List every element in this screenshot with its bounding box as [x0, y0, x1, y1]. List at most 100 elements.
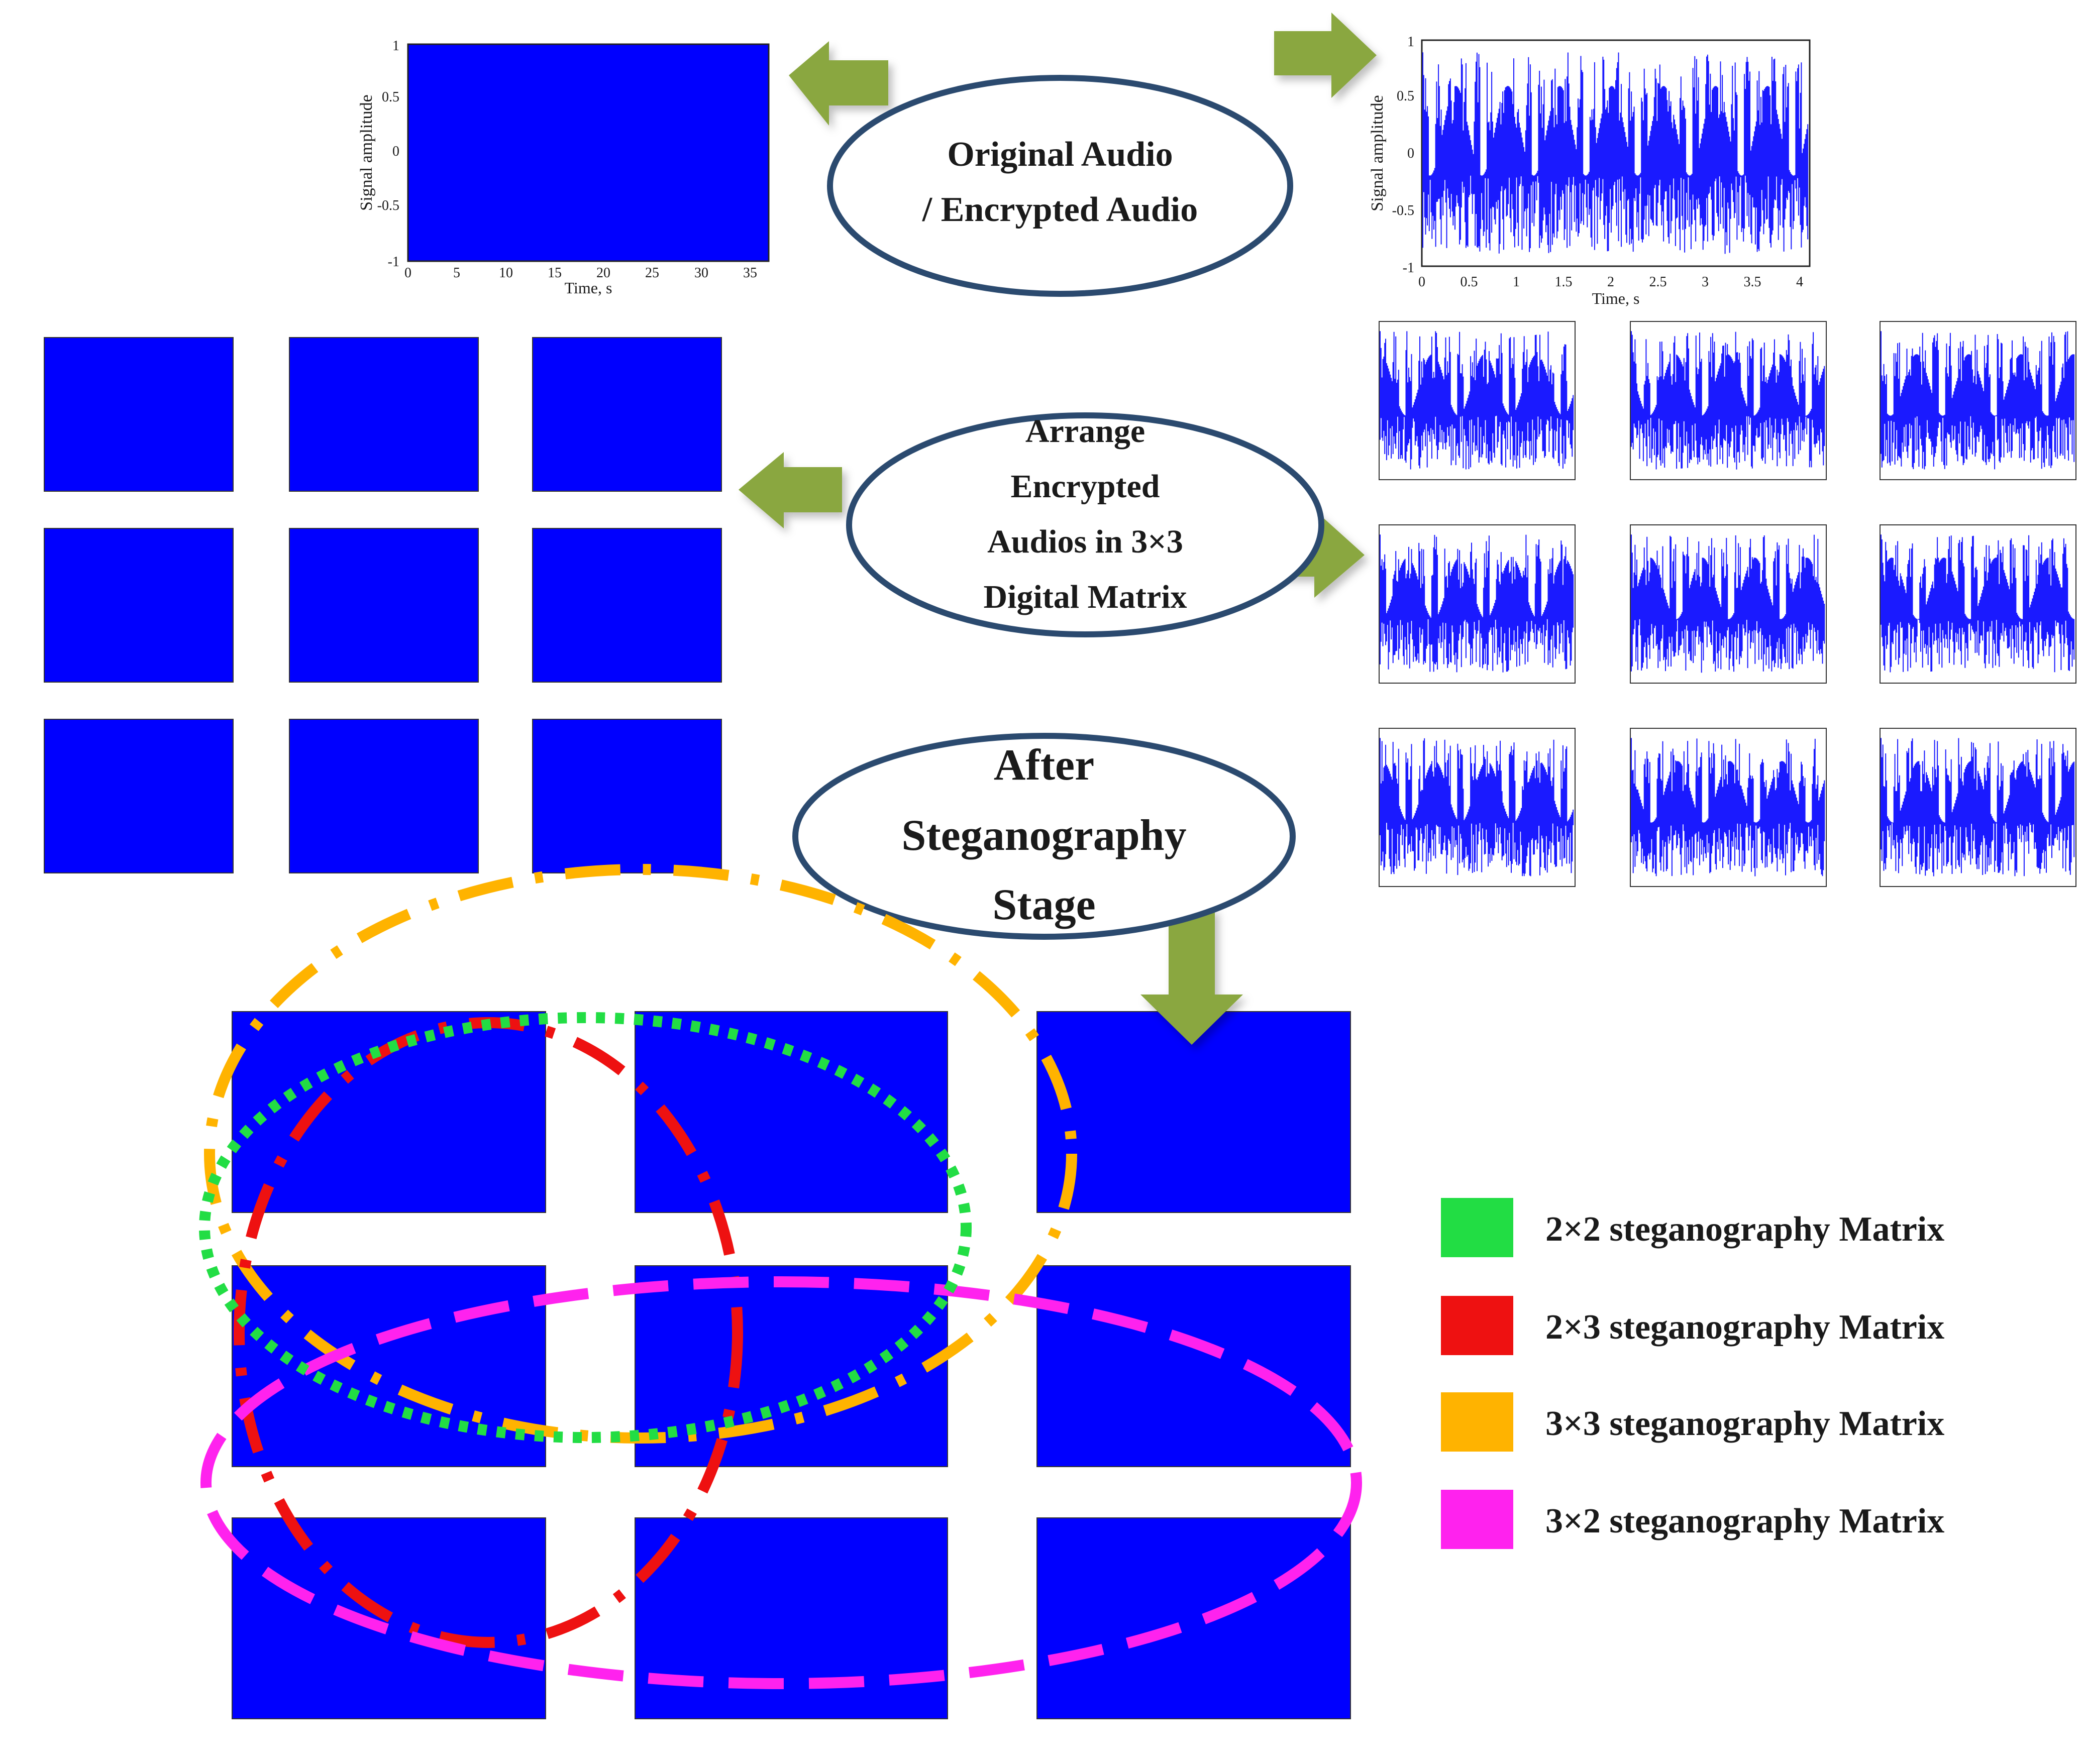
matrix-cell: [532, 528, 722, 683]
x-tick: 0.5: [1461, 274, 1478, 290]
2x2-steganography-ellipse: [199, 1012, 972, 1443]
steganography-matrix: [232, 1011, 1351, 1719]
x-tick: 25: [645, 265, 659, 281]
matrix-cell: [532, 719, 722, 873]
matrix-cell: [289, 719, 479, 873]
matrix-cell: [44, 719, 234, 873]
y-tick: 0: [392, 144, 399, 159]
y-tick: -0.5: [377, 198, 399, 213]
matrix-cell: [1880, 321, 2076, 480]
waveform-trace: [1631, 534, 1825, 673]
y-axis-label: Signal amplitude: [357, 94, 376, 210]
3x2-steganography-ellipse: [200, 1276, 1362, 1689]
encrypted-matrix-right: [1379, 321, 2076, 887]
encrypted-audio-plot: Signal amplitude 1 0.5 0 -0.5 -1 0 0.5 1…: [1368, 34, 1811, 307]
waveform-trace: [1881, 331, 2075, 470]
y-tick: 0.5: [1397, 88, 1414, 104]
waveform-trace: [1881, 738, 2075, 876]
x-tick: 3.5: [1744, 274, 1761, 290]
ellipse-text: / Encrypted Audio: [922, 190, 1198, 229]
y-tick: 0: [1407, 146, 1414, 161]
y-tick: -1: [388, 254, 399, 270]
ellipse-text: After: [994, 741, 1094, 790]
steg-cell: [232, 1265, 546, 1467]
after-steganography-ellipse: After Steganography Stage: [792, 733, 1296, 940]
matrix-cell: [532, 337, 722, 492]
ellipse-text: Digital Matrix: [983, 579, 1187, 615]
ellipse-text: Encrypted: [1011, 468, 1160, 505]
3x3-steganography-ellipse: [204, 864, 1077, 1444]
matrix-cell: [1379, 321, 1576, 480]
legend-label: 2×3 steganography Matrix: [1545, 1308, 1944, 1347]
matrix-cell: [1880, 524, 2076, 684]
waveform-trace: [1631, 331, 1825, 470]
matrix-cell: [1630, 524, 1827, 684]
x-tick: 0: [404, 265, 411, 281]
legend-swatch: [1441, 1296, 1513, 1355]
arrow-left-icon: [789, 41, 888, 126]
y-tick: 1: [392, 38, 399, 54]
x-tick: 2.5: [1649, 274, 1667, 290]
x-tick: 1.5: [1555, 274, 1573, 290]
x-tick: 2: [1607, 274, 1614, 290]
matrix-cell: [289, 337, 479, 492]
matrix-cell: [1880, 728, 2076, 887]
ellipse-text: Steganography: [901, 811, 1186, 860]
steg-cell: [1036, 1517, 1351, 1719]
steg-cell: [1036, 1011, 1351, 1213]
y-tick: 0.5: [382, 89, 399, 105]
encrypted-signal-waveform: [1422, 52, 1809, 254]
steg-cell: [232, 1011, 546, 1213]
legend-label: 3×2 steganography Matrix: [1545, 1502, 1944, 1540]
legend-swatch: [1441, 1198, 1513, 1257]
arrow-right-icon: [1274, 13, 1377, 98]
ellipse-text: Arrange: [1025, 413, 1145, 450]
plot-area: [407, 43, 770, 262]
waveform-trace: [1422, 52, 1809, 254]
arrow-down-icon: [1140, 908, 1243, 1045]
legend-swatch: [1441, 1490, 1513, 1549]
ellipse-text: Original Audio: [947, 135, 1173, 174]
legend-label: 3×3 steganography Matrix: [1545, 1404, 1944, 1443]
x-axis-label: Time, s: [1592, 289, 1640, 307]
x-tick: 1: [1513, 274, 1520, 290]
waveform-trace: [1631, 738, 1825, 876]
x-tick: 30: [694, 265, 708, 281]
x-axis-label: Time, s: [565, 279, 612, 297]
legend-label: 2×2 steganography Matrix: [1545, 1210, 1944, 1249]
ellipse-text: Stage: [992, 880, 1095, 929]
waveform-trace: [1380, 534, 1574, 673]
steg-cell: [635, 1265, 948, 1467]
steg-cell: [1036, 1265, 1351, 1467]
matrix-cell: [289, 528, 479, 683]
matrix-cell: [44, 337, 234, 492]
matrix-cell: [1630, 321, 1827, 480]
original-audio-plot: Signal amplitude 1 0.5 0 -0.5 -1 0 5 10 …: [357, 38, 770, 297]
steg-cell: [635, 1517, 948, 1719]
waveform-trace: [1881, 534, 2075, 673]
x-tick: 15: [548, 265, 562, 281]
x-tick: 5: [453, 265, 460, 281]
legend-swatch: [1441, 1392, 1513, 1452]
waveform-trace: [1380, 331, 1574, 470]
arrange-matrix-ellipse: Arrange Encrypted Audios in 3×3 Digital …: [846, 412, 1324, 637]
steg-cell: [635, 1011, 948, 1213]
x-tick: 4: [1796, 274, 1803, 290]
steganography-overlays: [199, 864, 1362, 1689]
y-tick: 1: [1407, 34, 1414, 50]
x-tick: 20: [596, 265, 610, 281]
legend: 2×2 steganography Matrix 2×3 steganograp…: [1441, 1198, 1944, 1549]
y-tick: -1: [1403, 260, 1414, 276]
y-tick: -0.5: [1392, 203, 1414, 218]
x-tick: 0: [1418, 274, 1425, 290]
matrix-cell: [1379, 728, 1576, 887]
original-encrypted-ellipse: Original Audio / Encrypted Audio: [827, 75, 1293, 297]
encrypted-matrix-left: [44, 337, 722, 873]
matrix-cell: [1379, 524, 1576, 684]
x-tick: 35: [743, 265, 757, 281]
matrix-cell: [1630, 728, 1827, 887]
ellipse-text: Audios in 3×3: [987, 523, 1183, 560]
matrix-cell: [44, 528, 234, 683]
y-axis-label: Signal amplitude: [1368, 95, 1387, 211]
